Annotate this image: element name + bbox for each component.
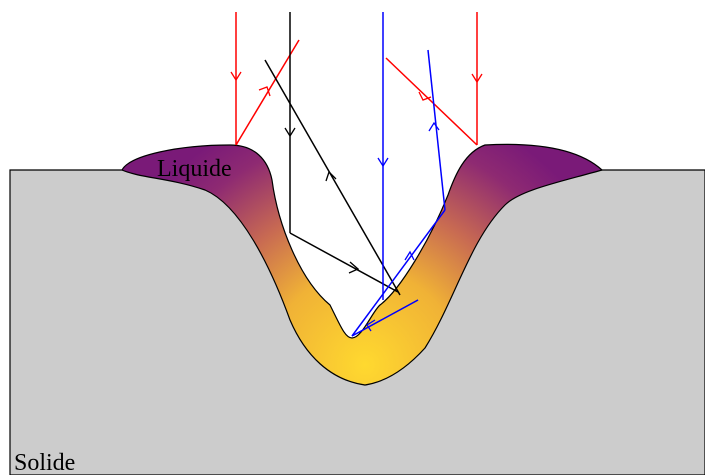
black-arrow-diagonal-icon <box>325 170 337 182</box>
red-beam-right-up <box>385 57 478 146</box>
red-arrow-right-up-icon <box>418 91 432 101</box>
red-beam-left-up <box>235 39 300 146</box>
blue-arrow-b-icon <box>404 250 415 261</box>
blue-arrow-c-icon <box>366 319 376 332</box>
red-arrow-left-down-icon <box>230 71 242 82</box>
solid-region <box>9 169 705 475</box>
black-arrow-bounce-icon <box>348 261 360 274</box>
blue-beam-d <box>351 299 419 337</box>
solid-label: Solide <box>14 450 75 475</box>
blue-beam-a <box>427 49 446 211</box>
blue-arrow-vertical-icon <box>377 157 389 168</box>
red-arrow-right-down-icon <box>471 73 483 84</box>
red-arrow-left-up-icon <box>258 86 271 97</box>
blue-arrow-a-icon <box>428 121 440 132</box>
black-beam-bounce <box>289 232 399 293</box>
liquid-label: Liquide <box>157 156 232 182</box>
black-beam-diagonal <box>264 59 401 296</box>
black-arrow-vertical-icon <box>284 127 296 138</box>
liquid-melt-pool <box>121 143 604 386</box>
blue-beam-b <box>351 209 446 337</box>
